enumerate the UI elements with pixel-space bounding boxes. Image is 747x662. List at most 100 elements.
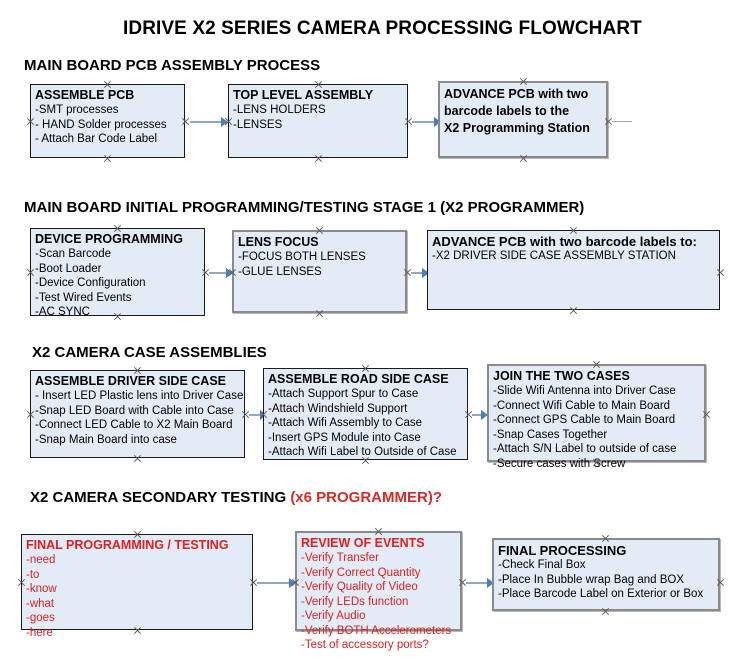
node-line: -goes	[26, 612, 55, 624]
node-device-programming[interactable]: DEVICE PROGRAMMING -Scan Barcode -Boot L…	[30, 228, 205, 318]
node-title: TOP LEVEL ASSEMBLY	[233, 88, 374, 102]
node-line: -SMT processes	[35, 104, 119, 116]
arrow-line	[411, 272, 423, 274]
node-line: -Verify Audio	[301, 610, 366, 622]
node-title: ASSEMBLE DRIVER SIDE CASE	[35, 374, 227, 388]
node-line: -X2 DRIVER SIDE CASE ASSEMBLY STATION	[432, 250, 676, 262]
node-line: -Attach Wifi Assembly to Case	[268, 417, 423, 429]
node-body: ASSEMBLE PCB -SMT processes - HAND Solde…	[31, 85, 184, 147]
node-body: DEVICE PROGRAMMING -Scan Barcode -Boot L…	[31, 229, 204, 320]
arrow-head-icon	[434, 117, 441, 127]
node-lens-focus[interactable]: LENS FOCUS -FOCUS BOTH LENSES -GLUE LENS…	[232, 230, 407, 313]
arrow-line	[257, 582, 290, 584]
node-title: FINAL PROCESSING	[498, 543, 627, 558]
node-line: - Insert LED Plastic lens into Driver Ca…	[35, 390, 244, 402]
node-review-of-events[interactable]: REVIEW OF EVENTS -Verify Transfer -Verif…	[295, 531, 462, 651]
node-line: -LENS HOLDERS	[233, 104, 326, 116]
node-line: -to	[26, 568, 40, 581]
node-line: -Place In Bubble wrap Bag and BOX	[498, 573, 685, 586]
node-title: FINAL PROGRAMMING / TESTING	[26, 538, 229, 552]
arrow-line	[412, 121, 436, 123]
node-body: FINAL PROCESSING -Check Final Box -Place…	[494, 540, 718, 602]
node-line: -Insert GPS Module into Case	[268, 431, 421, 444]
node-line: -Snap LED Board with Cable into Case	[35, 404, 234, 417]
arrow-line	[209, 272, 227, 274]
node-line: -Attach Support Spur to Case	[268, 388, 419, 400]
node-line: - Attach Bar Code Label	[35, 133, 158, 145]
node-line: -Verify BOTH Accelerometers	[301, 624, 452, 637]
node-body: LENS FOCUS -FOCUS BOTH LENSES -GLUE LENS…	[234, 232, 405, 279]
node-line: -what	[26, 597, 55, 610]
arrow-head-icon	[289, 578, 296, 588]
node-line: -Check Final Box	[498, 559, 586, 571]
node-line: -Test Wired Events	[35, 291, 132, 304]
node-title: ASSEMBLE PCB	[35, 88, 135, 102]
node-line: -Attach Wifi Label to Outside of Case	[268, 446, 457, 458]
arrow-head-icon	[221, 117, 228, 127]
node-title: DEVICE PROGRAMMING	[35, 232, 183, 246]
node-advance-pcb-to-driver-side-case[interactable]: ADVANCE PCB with two barcode labels to: …	[427, 230, 720, 310]
arrow-head-icon	[487, 578, 494, 588]
arrow-line	[466, 582, 488, 584]
section-heading-accent: (x6 PROGRAMMER)?	[290, 489, 442, 506]
node-title: LENS FOCUS	[238, 235, 319, 249]
node-line: -Attach Windshield Support	[268, 402, 408, 415]
arrow-line	[249, 414, 261, 416]
node-title: ADVANCE PCB with two	[444, 87, 589, 101]
node-line: -LENSES	[233, 118, 283, 131]
node-line: -FOCUS BOTH LENSES	[238, 251, 366, 263]
node-body: ASSEMBLE DRIVER SIDE CASE - Insert LED P…	[31, 371, 244, 447]
node-join-the-two-cases[interactable]: JOIN THE TWO CASES -Slide Wifi Antenna i…	[487, 364, 706, 470]
node-body: JOIN THE TWO CASES -Slide Wifi Antenna i…	[489, 366, 704, 471]
arrow-head-icon	[481, 410, 488, 420]
node-line: -Snap Main Board into case	[35, 433, 177, 446]
node-line: -AC SYNC	[35, 306, 90, 318]
node-assemble-driver-side-case[interactable]: ASSEMBLE DRIVER SIDE CASE - Insert LED P…	[30, 370, 245, 458]
node-body: ADVANCE PCB with two barcode labels to t…	[440, 83, 606, 137]
page-title: IDRIVE X2 SERIES CAMERA PROCESSING FLOWC…	[123, 18, 642, 39]
node-line: -need	[26, 554, 56, 566]
node-line: -Verify Transfer	[301, 552, 379, 564]
node-line: -Attach S/N Label to outside of case	[493, 443, 677, 455]
node-final-programming-testing[interactable]: FINAL PROGRAMMING / TESTING -need -to -k…	[21, 534, 253, 639]
node-line: -Connect Wifi Cable to Main Board	[493, 399, 671, 412]
section-heading-x2-camera-secondary-testing: X2 CAMERA SECONDARY TESTING (x6 PROGRAMM…	[30, 489, 442, 506]
node-line: -Device Configuration	[35, 277, 146, 289]
node-line: -know	[26, 583, 57, 595]
node-line: -Place Barcode Label on Exterior or Box	[498, 588, 704, 600]
node-title: ASSEMBLE ROAD SIDE CASE	[268, 372, 449, 386]
node-line: -Snap Cases Together	[493, 428, 608, 441]
node-body: FINAL PROGRAMMING / TESTING -need -to -k…	[22, 535, 252, 640]
node-title-line2: barcode labels to the	[444, 104, 570, 118]
node-body: TOP LEVEL ASSEMBLY -LENS HOLDERS -LENSES	[229, 85, 407, 132]
node-body: REVIEW OF EVENTS -Verify Transfer -Verif…	[297, 533, 460, 653]
node-line: -Verify LEDs function	[301, 595, 409, 608]
node-title: JOIN THE TWO CASES	[493, 369, 630, 383]
section-heading-text: X2 CAMERA SECONDARY TESTING	[30, 489, 291, 506]
arrow-head-icon	[226, 268, 233, 278]
node-title-line3: X2 Programming Station	[444, 121, 590, 135]
arrow-line	[472, 414, 482, 416]
node-line: -Verify Correct Quantity	[301, 566, 421, 579]
node-advance-pcb-to-programming-station[interactable]: ADVANCE PCB with two barcode labels to t…	[438, 81, 608, 158]
node-assemble-road-side-case[interactable]: ASSEMBLE ROAD SIDE CASE -Attach Support …	[263, 368, 468, 460]
node-assemble-pcb[interactable]: ASSEMBLE PCB -SMT processes - HAND Solde…	[30, 84, 185, 158]
node-top-level-assembly[interactable]: TOP LEVEL ASSEMBLY -LENS HOLDERS -LENSES	[228, 84, 408, 158]
node-line: -Connect LED Cable to X2 Main Board	[35, 419, 233, 431]
node-final-processing[interactable]: FINAL PROCESSING -Check Final Box -Place…	[492, 538, 720, 611]
node-line: -Verify Quality of Video	[301, 581, 418, 593]
node-line: -GLUE LENSES	[238, 265, 322, 278]
node-line: -here	[26, 626, 53, 639]
node-line: -Slide Wifi Antenna into Driver Case	[493, 385, 676, 397]
section-heading-x2-camera-case-assemblies: X2 CAMERA CASE ASSEMBLIES	[32, 344, 267, 361]
node-line: -Scan Barcode	[35, 248, 112, 260]
node-title: ADVANCE PCB with two barcode labels to:	[432, 234, 697, 249]
section-heading-main-board-pcb-assembly: MAIN BOARD PCB ASSEMBLY PROCESS	[24, 57, 321, 74]
node-body: ASSEMBLE ROAD SIDE CASE -Attach Support …	[264, 369, 467, 460]
node-line: - HAND Solder processes	[35, 118, 167, 131]
node-line: -Boot Loader	[35, 262, 102, 275]
node-line: -Connect GPS Cable to Main Board	[493, 414, 676, 426]
arrow-head-icon	[422, 268, 429, 278]
connector-stub	[612, 121, 632, 122]
